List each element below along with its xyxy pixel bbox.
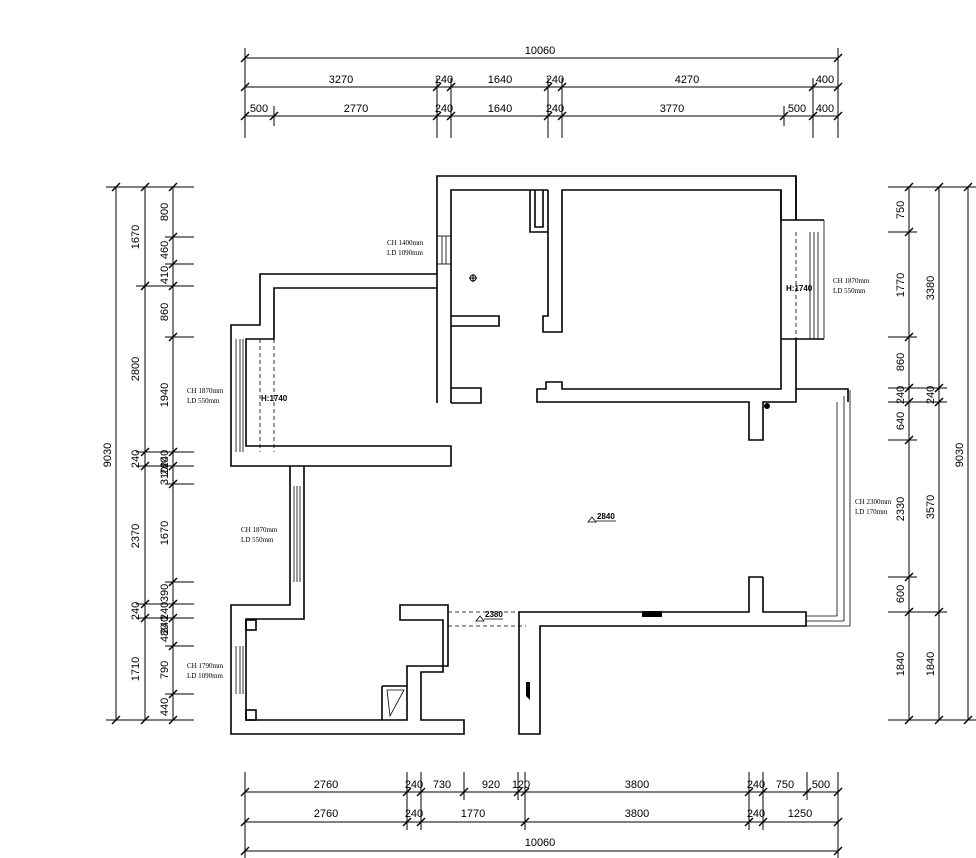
dim-top-r2: 240 [546, 103, 564, 115]
radiator-icon [642, 611, 662, 617]
left-dimension-chain: 9030 1670 2800 240 2370 240 1710 800 460… [102, 182, 194, 725]
dim-right-inner: 640 [895, 412, 907, 430]
level-marker-icon [587, 516, 597, 523]
dim-bottom-r1: 120 [512, 779, 530, 791]
note-w2-ld: LD 550mm [187, 397, 220, 405]
dim-right-inner: 240 [895, 386, 907, 404]
dim-top-r2: 500 [788, 103, 806, 115]
dim-bottom-r1: 240 [747, 779, 765, 791]
dim-bottom-r1: 500 [812, 779, 830, 791]
level-living: 2840 [597, 512, 615, 521]
dim-bottom-r1: 730 [433, 779, 451, 791]
dim-left-inner: 860 [159, 303, 171, 321]
dim-bottom-r2: 1250 [788, 808, 812, 820]
dim-left-inner: 800 [159, 203, 171, 221]
dim-left-inner: 480 [159, 624, 171, 642]
dim-bottom-total: 10060 [525, 837, 556, 849]
dim-right-total: 9030 [954, 443, 966, 467]
dim-left-inner: 1670 [159, 521, 171, 545]
dim-right-middle: 3570 [925, 495, 937, 519]
dim-bottom-r2: 3800 [625, 808, 649, 820]
walls [230, 175, 849, 735]
note-w6-ch: CH 1790mm [187, 662, 224, 670]
dim-left-middle: 2800 [130, 357, 142, 381]
level-beam: 2380 [485, 610, 503, 619]
dim-bottom-r1: 750 [776, 779, 794, 791]
dim-top-r1: 240 [435, 74, 453, 86]
door-swing-icon [386, 689, 405, 718]
opening-notes: CH 1400mm LD 1090mm CH 1870mm LD 550mm H… [187, 239, 892, 680]
dim-top-r2: 240 [435, 103, 453, 115]
dim-bottom-r2: 240 [747, 808, 765, 820]
dim-left-inner: 240 [159, 450, 171, 468]
dim-left-middle: 1670 [130, 225, 142, 249]
dim-top-r2: 1640 [488, 103, 512, 115]
pipe-icon [764, 403, 770, 409]
top-dimension-chain: 10060 3270 240 1640 240 4270 400 500 277… [240, 45, 843, 138]
note-w2-ch: CH 1870mm [187, 387, 224, 395]
dim-left-inner: 240 [159, 457, 171, 475]
dim-right-middle: 240 [925, 386, 937, 404]
dim-left-middle: 240 [130, 450, 142, 468]
dim-left-inner: 240 [159, 616, 171, 634]
dim-top-r1: 400 [816, 74, 834, 86]
dim-top-r2: 400 [816, 103, 834, 115]
dim-top-r2: 2770 [344, 103, 368, 115]
dim-bottom-r1: 920 [482, 779, 500, 791]
bottom-dimension-chain: 2760 240 730 920 120 3800 240 750 500 27… [240, 772, 843, 858]
dim-left-inner: 460 [159, 241, 171, 259]
dim-left-middle: 240 [130, 602, 142, 620]
note-w3-ld: LD 550mm [833, 287, 866, 295]
dim-top-total: 10060 [525, 45, 556, 57]
column-icon [526, 682, 530, 700]
dim-left-inner: 440 [159, 698, 171, 716]
note-w2-h: H:1740 [261, 394, 288, 403]
dim-top-r1: 3270 [329, 74, 353, 86]
dim-right-inner: 600 [895, 585, 907, 603]
dim-left-inner: 310 [159, 467, 171, 485]
dim-right-middle: 3380 [925, 276, 937, 300]
dim-bottom-r2: 2760 [314, 808, 338, 820]
dim-bottom-r1: 3800 [625, 779, 649, 791]
dim-right-inner: 1770 [895, 273, 907, 297]
note-w3-h: H:1740 [786, 284, 813, 293]
dim-bottom-r1: 240 [405, 779, 423, 791]
dim-top-r1: 1640 [488, 74, 512, 86]
note-w1-ld: LD 1090mm [387, 249, 424, 257]
dim-left-inner: 410 [159, 266, 171, 284]
right-dimension-chain: 750 1770 860 240 640 2330 600 1840 3380 … [888, 182, 976, 725]
dim-bottom-r2: 240 [405, 808, 423, 820]
dim-top-r2: 3770 [660, 103, 684, 115]
note-w4-ch: CH 1870mm [241, 526, 278, 534]
dim-bottom-r2: 1770 [461, 808, 485, 820]
dim-right-inner: 2330 [895, 497, 907, 521]
dim-left-inner: 390 [159, 584, 171, 602]
dim-top-r1: 4270 [675, 74, 699, 86]
dim-right-middle: 1840 [925, 652, 937, 676]
dim-left-inner: 240 [159, 602, 171, 620]
dim-top-r1: 240 [546, 74, 564, 86]
fixtures [386, 274, 770, 718]
dim-left-inner: 790 [159, 661, 171, 679]
dim-left-middle: 2370 [130, 524, 142, 548]
level-markers: 2840 2380 [475, 512, 616, 622]
note-w5-ld: LD 170mm [855, 508, 888, 516]
note-w5-ch: CH 2300mm [855, 498, 892, 506]
note-w6-ld: LD 1090mm [187, 672, 224, 680]
dim-bottom-r1: 2760 [314, 779, 338, 791]
note-w4-ld: LD 550mm [241, 536, 274, 544]
dim-right-inner: 860 [895, 353, 907, 371]
dim-left-middle: 1710 [130, 657, 142, 681]
dim-left-total: 9030 [102, 443, 114, 467]
dim-top-r2: 500 [250, 103, 268, 115]
dim-right-inner: 1840 [895, 652, 907, 676]
note-w3-ch: CH 1870mm [833, 277, 870, 285]
windows [235, 220, 851, 694]
level-marker-icon [475, 615, 485, 622]
beam-lines [448, 611, 526, 627]
dim-left-inner: 1940 [159, 383, 171, 407]
dim-right-inner: 750 [895, 201, 907, 219]
note-w1-ch: CH 1400mm [387, 239, 424, 247]
